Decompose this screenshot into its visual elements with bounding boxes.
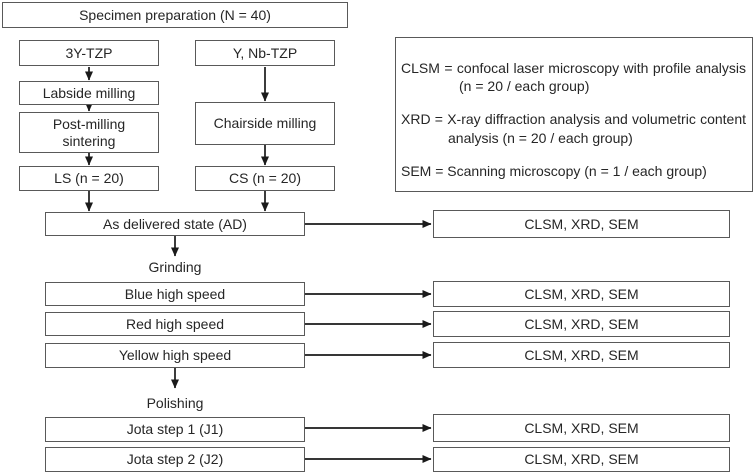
polishing-label: Polishing <box>146 395 204 411</box>
box-analysis-j2: CLSM, XRD, SEM <box>433 447 730 472</box>
box-red-high-speed: Red high speed <box>45 312 305 336</box>
box-analysis-ad: CLSM, XRD, SEM <box>433 210 730 238</box>
box-labside-milling: Labside milling <box>19 81 159 105</box>
box-jota-step-1: Jota step 1 (J1) <box>45 417 305 442</box>
box-cs-group: CS (n = 20) <box>195 166 335 191</box>
box-specimen-preparation: Specimen preparation (N = 40) <box>2 2 348 28</box>
box-yellow-high-speed: Yellow high speed <box>45 343 305 368</box>
box-3y-tzp: 3Y-TZP <box>19 40 159 66</box>
box-jota-step-2: Jota step 2 (J2) <box>45 447 305 472</box>
box-analysis-red: CLSM, XRD, SEM <box>433 311 730 337</box>
legend-entry-sem: SEM = Scanning microscopy (n = 1 / each … <box>401 162 707 179</box>
box-chairside-milling: Chairside milling <box>195 102 335 145</box>
box-analysis-blue: CLSM, XRD, SEM <box>433 281 730 307</box>
box-y-nb-tzp: Y, Nb-TZP <box>195 40 335 66</box>
legend-entry-clsm: CLSM = confocal laser microscopy with pr… <box>401 60 746 95</box>
box-analysis-yellow: CLSM, XRD, SEM <box>433 342 730 368</box>
legend-box: CLSM = confocal laser microscopy with pr… <box>395 37 753 192</box>
box-blue-high-speed: Blue high speed <box>45 282 305 306</box>
box-as-delivered-state: As delivered state (AD) <box>45 212 305 236</box>
grinding-label: Grinding <box>148 259 202 275</box>
box-post-milling-sintering: Post-milling sintering <box>19 112 159 153</box>
box-ls-group: LS (n = 20) <box>19 166 159 191</box>
legend-entry-xrd: XRD = X-ray diffraction analysis and vol… <box>401 111 746 146</box>
box-analysis-j1: CLSM, XRD, SEM <box>433 414 730 442</box>
